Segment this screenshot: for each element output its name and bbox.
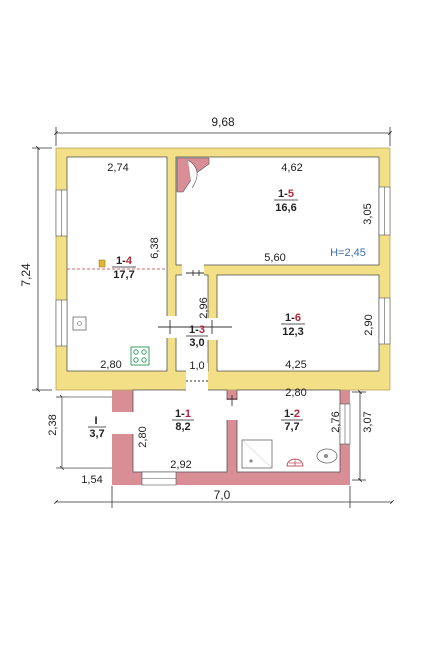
dim-r2-outer: 3,07 [362,411,374,432]
dim-r4-top: 2,74 [107,162,128,174]
room-label-1-1: 1-1 8,2 [172,408,194,433]
room-number-suffix: 3 [199,324,205,336]
dim-bottom-overall: 7,0 [214,488,231,502]
meter-icon [98,259,106,268]
svg-text:1-3: 1-3 [189,324,205,336]
dim-r5-bottom: 5,60 [264,252,285,264]
room-area: 12,3 [282,326,303,338]
dimension-labels: 9,68 7,24 7,0 2,38 1,54 2,74 6,38 2,80 4… [19,115,375,502]
dim-r1-side: 2,80 [137,426,149,447]
svg-text:1-6: 1-6 [285,312,301,324]
room-1-5 [175,156,380,266]
dim-r2-side: 2,76 [330,411,342,432]
dim-r3-side: 2,96 [198,297,210,318]
dim-r6-side: 2,90 [363,314,375,335]
door-openings [110,263,239,434]
windows [55,186,391,486]
dim-r2-top: 2,80 [285,387,306,399]
stove-icon [176,157,210,193]
room-number-suffix: 4 [126,255,133,267]
sink-icon [72,316,87,331]
room-label-1-3: 1-3 3,0 [186,324,208,349]
room-number-prefix: 1- [285,312,295,324]
dim-r5-top: 4,62 [281,162,302,174]
dim-r1-bottom: 2,92 [170,459,191,471]
dim-r5-side: 3,05 [362,203,374,224]
room-area: 3,0 [189,337,204,349]
dim-r3-bottom: 1,0 [189,360,204,372]
shower-icon [241,439,273,469]
room-number-suffix: 2 [294,408,300,420]
dim-r4-bottom: 2,80 [100,359,121,371]
svg-text:1-2: 1-2 [284,408,300,420]
room-number-prefix: 1- [189,324,199,336]
svg-text:1-1: 1-1 [175,408,191,420]
room-label-1-2: 1-2 7,7 [281,408,303,433]
toilet-icon [316,448,338,464]
dim-left-overall: 7,24 [19,263,33,287]
room-area: 7,7 [284,421,299,433]
room-1-3 [175,274,209,372]
room-label-1-4: 1-4 17,7 [112,255,136,281]
door-marks [158,270,237,406]
room-number-prefix: 1- [175,408,185,420]
room-label-1-5: 1-5 16,6 [274,188,298,214]
room-number-prefix: 1- [284,408,294,420]
dim-entrance-height: 2,38 [47,414,59,435]
room-1-4 [66,156,168,372]
room-label-entrance: I 3,7 [88,415,106,440]
entrance-outline [61,396,115,469]
dim-r4-side: 6,38 [149,237,161,258]
room-area: 17,7 [113,269,134,281]
room-number-suffix: 5 [288,188,294,200]
dim-top-overall: 9,68 [211,115,235,129]
room-number-prefix: 1- [116,255,126,267]
gas-stove-icon [130,346,150,366]
room-area: 16,6 [275,202,296,214]
svg-text:1-4: 1-4 [116,255,133,267]
room-number: I [94,415,97,427]
room-1-1 [132,389,228,473]
washbasin-icon [286,458,304,467]
room-area: 3,7 [89,428,104,440]
dim-entrance-width: 1,54 [81,474,102,486]
room-number-suffix: 1 [185,408,191,420]
svg-text:1-5: 1-5 [278,188,294,200]
dim-r6-bottom: 4,25 [285,359,306,371]
room-number-suffix: 6 [295,312,301,324]
room-area: 8,2 [175,421,190,433]
room-number-prefix: 1- [278,188,288,200]
ceiling-height-label: H=2,45 [330,247,366,259]
room-label-1-6: 1-6 12,3 [281,312,305,338]
